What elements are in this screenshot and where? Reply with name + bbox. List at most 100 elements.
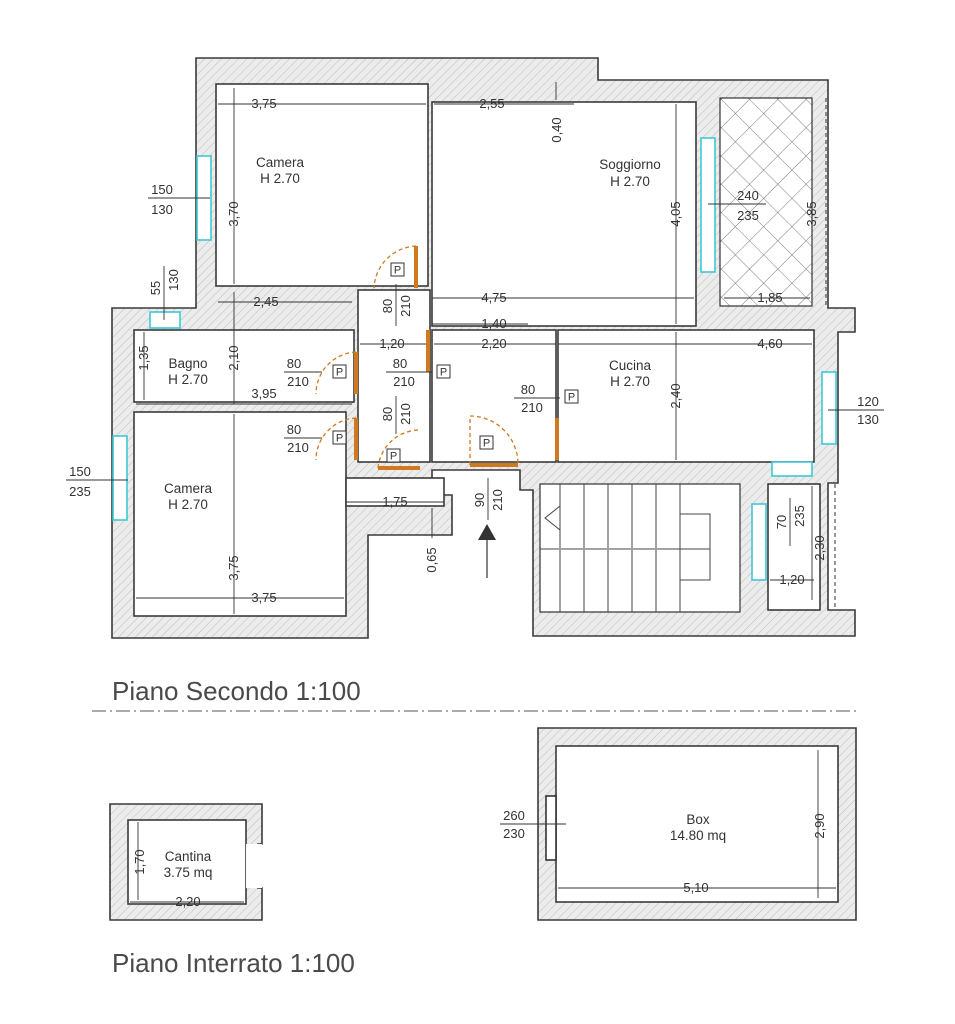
svg-text:210: 210 bbox=[287, 440, 309, 455]
dimension-lines bbox=[136, 82, 814, 614]
dim-290: 2,90 bbox=[812, 813, 827, 838]
dim-185: 1,85 bbox=[757, 290, 782, 305]
room-height-cucina: H 2.70 bbox=[610, 374, 650, 389]
svg-text:P: P bbox=[336, 433, 343, 445]
upper-plan-title: Piano Secondo 1:100 bbox=[112, 676, 361, 706]
balcony-top-right bbox=[719, 97, 813, 307]
room-height-soggiorno: H 2.70 bbox=[610, 174, 650, 189]
dim-240: 2,40 bbox=[668, 383, 683, 408]
room-height-camera-top: H 2.70 bbox=[260, 171, 300, 186]
dim-375-bottom: 3,75 bbox=[251, 590, 276, 605]
dim-395: 3,95 bbox=[251, 386, 276, 401]
svg-text:150: 150 bbox=[69, 464, 91, 479]
dim-460: 4,60 bbox=[757, 336, 782, 351]
svg-text:130: 130 bbox=[151, 202, 173, 217]
room-balcony-right bbox=[767, 483, 821, 611]
dim-135: 1,35 bbox=[136, 345, 151, 370]
room-labels: Camera H 2.70 Soggiorno H 2.70 Bagno H 2… bbox=[164, 155, 661, 512]
dim-475: 4,75 bbox=[481, 290, 506, 305]
room-bagno bbox=[133, 329, 355, 403]
svg-text:130: 130 bbox=[166, 269, 181, 291]
door-marker-camera-top: P bbox=[390, 262, 405, 277]
svg-text:80: 80 bbox=[393, 356, 407, 371]
windows bbox=[112, 137, 837, 581]
svg-text:80: 80 bbox=[380, 407, 395, 421]
svg-text:230: 230 bbox=[503, 826, 525, 841]
room-area-cantina: 3.75 mq bbox=[164, 865, 213, 880]
svg-text:P: P bbox=[390, 451, 397, 463]
window-cucina bbox=[821, 371, 837, 445]
door-marker-cucina: P bbox=[564, 389, 579, 404]
room-name-camera-top: Camera bbox=[256, 155, 305, 170]
room-name-cantina: Cantina bbox=[165, 849, 212, 864]
window-balcony-right bbox=[751, 503, 767, 581]
dim-210: 2,10 bbox=[226, 345, 241, 370]
svg-text:235: 235 bbox=[792, 505, 807, 527]
room-camera-bottom bbox=[133, 411, 347, 617]
room-camera-top bbox=[215, 83, 429, 287]
svg-text:210: 210 bbox=[521, 400, 543, 415]
dim-510: 5,10 bbox=[683, 880, 708, 895]
door-marker-hall: P bbox=[436, 364, 451, 379]
svg-text:210: 210 bbox=[287, 374, 309, 389]
entry-arrow bbox=[478, 524, 496, 578]
svg-text:P: P bbox=[394, 265, 401, 277]
room-name-box: Box bbox=[686, 812, 710, 827]
dim-140: 1,40 bbox=[481, 316, 506, 331]
dim-120-balc: 1,20 bbox=[779, 572, 804, 587]
svg-text:P: P bbox=[483, 438, 490, 450]
upper-plan-walls bbox=[111, 57, 856, 639]
room-cucina bbox=[557, 329, 815, 463]
window-soggiorno bbox=[700, 137, 716, 273]
dim-255: 2,55 bbox=[479, 96, 504, 111]
dim-120-hall: 1,20 bbox=[379, 336, 404, 351]
room-corridor bbox=[431, 329, 557, 463]
door-marker-entry: P bbox=[479, 435, 494, 450]
svg-text:80: 80 bbox=[521, 382, 535, 397]
svg-text:90: 90 bbox=[472, 493, 487, 507]
lower-plan-title: Piano Interrato 1:100 bbox=[112, 948, 355, 978]
dim-370: 3,70 bbox=[226, 201, 241, 226]
room-name-camera-bottom: Camera bbox=[164, 481, 213, 496]
room-soggiorno bbox=[431, 101, 697, 327]
dim-220-cantina: 2,20 bbox=[175, 894, 200, 909]
room-name-cucina: Cucina bbox=[609, 358, 652, 373]
dim-065: 0,65 bbox=[424, 547, 439, 572]
svg-text:210: 210 bbox=[490, 489, 505, 511]
door-marker-bagno: P bbox=[332, 364, 347, 379]
dim-170: 1,70 bbox=[132, 849, 147, 874]
svg-text:120: 120 bbox=[857, 394, 879, 409]
dim-375-top: 3,75 bbox=[251, 96, 276, 111]
svg-text:70: 70 bbox=[774, 515, 789, 529]
svg-text:210: 210 bbox=[393, 374, 415, 389]
dim-175: 1,75 bbox=[382, 494, 407, 509]
door-markers: P P P P P P P bbox=[332, 262, 579, 463]
room-area-box: 14.80 mq bbox=[670, 828, 726, 843]
svg-text:210: 210 bbox=[398, 295, 413, 317]
dim-245: 2,45 bbox=[253, 294, 278, 309]
svg-text:P: P bbox=[336, 367, 343, 379]
room-name-soggiorno: Soggiorno bbox=[599, 157, 661, 172]
door-marker-closet: P bbox=[386, 448, 401, 463]
doors bbox=[315, 245, 559, 470]
room-height-camera-bottom: H 2.70 bbox=[168, 497, 208, 512]
dim-040: 0,40 bbox=[549, 117, 564, 142]
svg-text:80: 80 bbox=[380, 299, 395, 313]
dim-405: 4,05 bbox=[668, 201, 683, 226]
